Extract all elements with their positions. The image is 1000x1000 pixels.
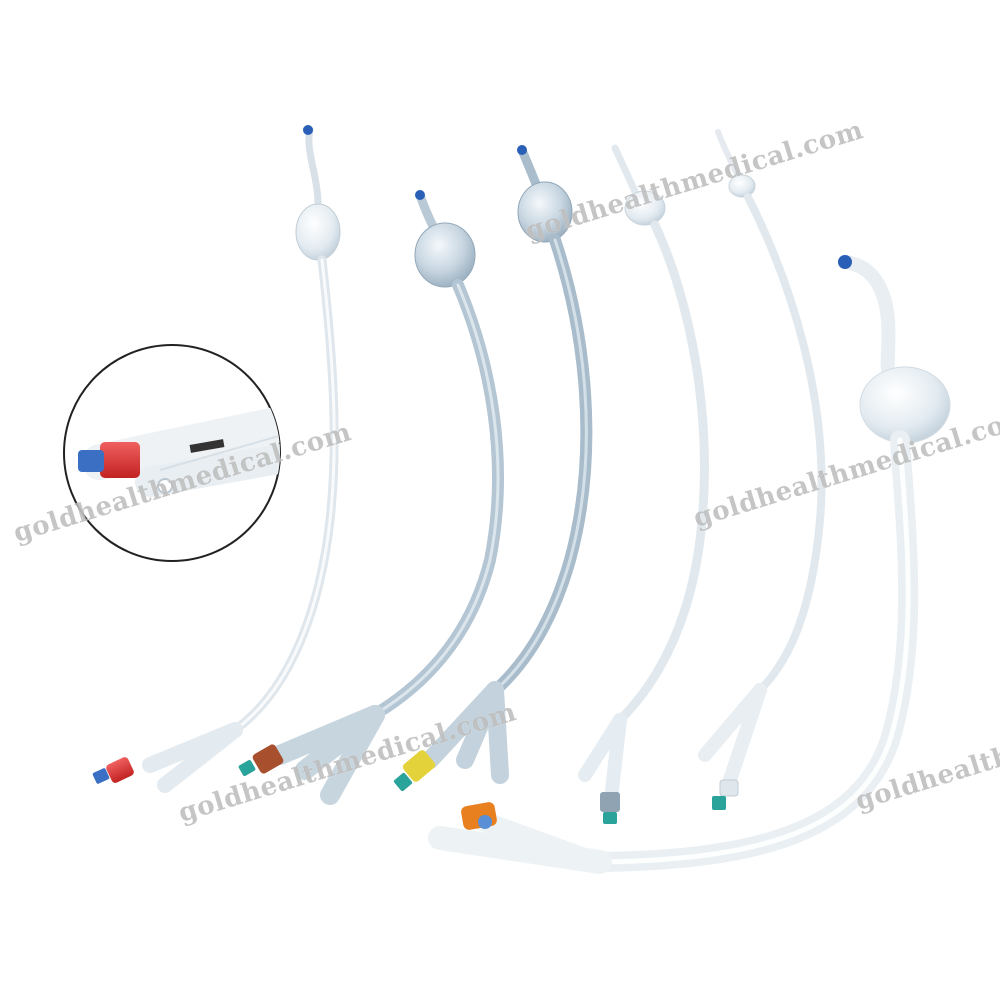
yellow-valve	[402, 750, 436, 782]
catheter-1	[92, 125, 341, 793]
grey-connector	[600, 792, 620, 812]
valve-closeup-inset	[63, 344, 281, 562]
blue-tip	[303, 125, 313, 135]
catheter-6	[428, 255, 951, 874]
catheter-3	[393, 145, 593, 792]
teal-connector	[712, 796, 726, 810]
catheter-5	[698, 129, 826, 810]
brown-valve	[252, 744, 284, 774]
red-valve	[106, 757, 134, 783]
catheter-4	[578, 144, 709, 824]
catheter-2	[238, 190, 504, 805]
